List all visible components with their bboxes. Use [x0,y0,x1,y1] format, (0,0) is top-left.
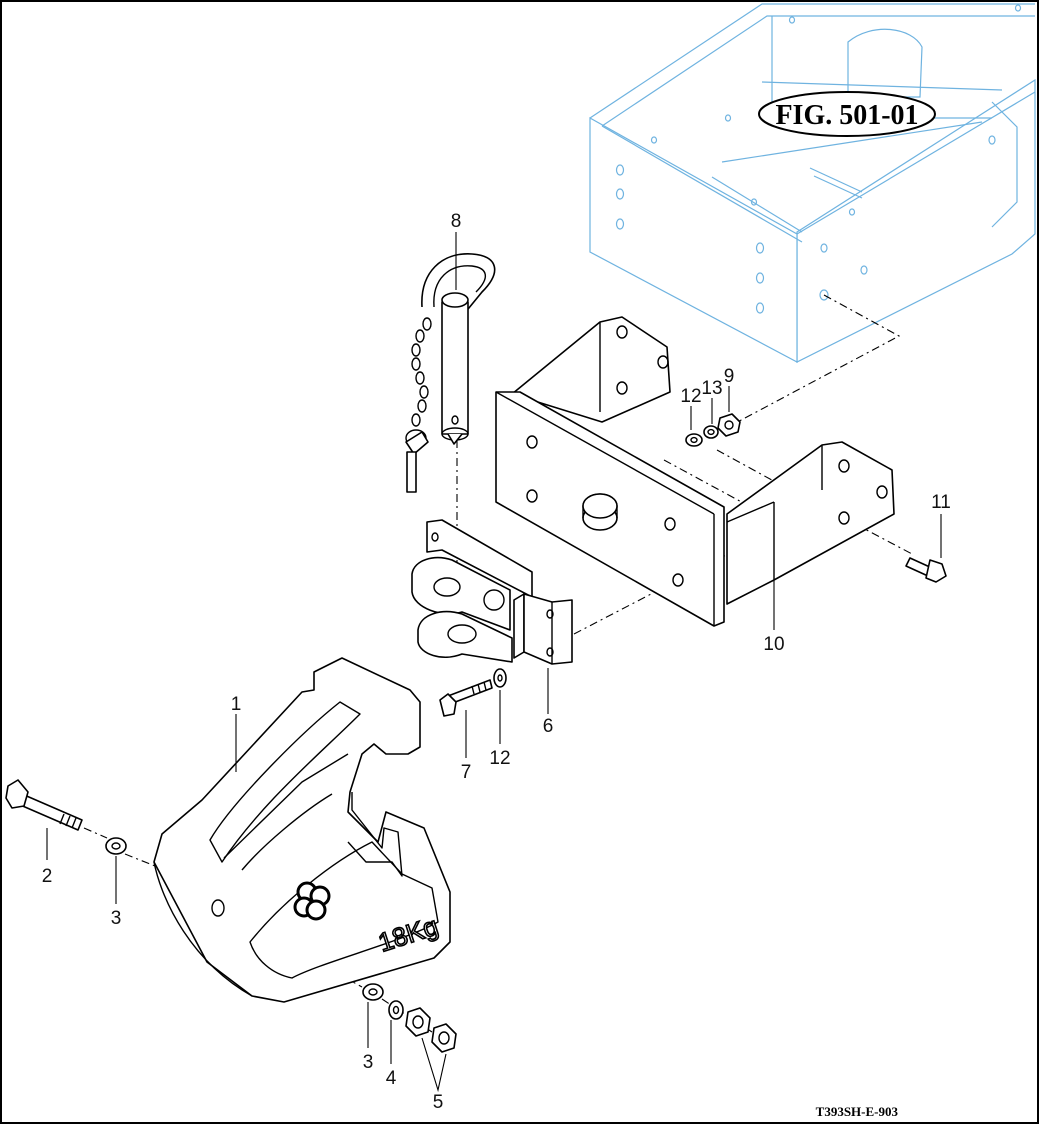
figure-title-badge: FIG. 501-01 [758,91,936,137]
hitch-pin-assembly [405,253,496,493]
washer-3-upper [105,837,127,855]
leader-lines [46,232,942,1093]
lock-washer-4 [388,1000,404,1020]
callout-1: 1 [231,694,242,715]
callout-5: 5 [433,1092,444,1113]
washer-12-lower [493,668,507,688]
callout-13: 13 [701,378,722,399]
callout-3b: 3 [363,1052,374,1073]
nut-9 [717,413,741,437]
washer-12-upper [685,433,703,447]
washer-3-lower [362,983,384,1001]
callout-11: 11 [931,492,951,513]
nut-5b [431,1023,457,1053]
drawbar-bracket [495,316,895,627]
callout-6: 6 [543,716,554,737]
callout-10: 10 [763,634,784,655]
callout-12b: 12 [489,748,510,769]
nut-5a [405,1007,431,1037]
tractor-frame [589,3,1036,363]
callout-2: 2 [42,866,53,887]
callout-4: 4 [386,1068,397,1089]
callout-labels: 1 2 3 3 4 5 6 7 8 9 10 11 12 12 13 [42,211,951,1113]
callout-12a: 12 [680,386,701,407]
drawing-code: T393SH-E-903 [816,1104,899,1119]
kubota-logo-icon [293,881,331,921]
bolt-11 [905,557,947,583]
callout-8: 8 [451,211,462,232]
hitch-clevis [411,519,573,665]
bolt-2 [5,779,83,831]
lock-washer-13 [703,425,719,439]
bolt-7 [439,679,493,717]
callout-7: 7 [461,762,472,783]
figure-title: FIG. 501-01 [775,100,918,131]
front-weight-18kg: 18Kg [153,657,451,1003]
callout-3a: 3 [111,908,122,929]
callout-9: 9 [724,366,735,387]
